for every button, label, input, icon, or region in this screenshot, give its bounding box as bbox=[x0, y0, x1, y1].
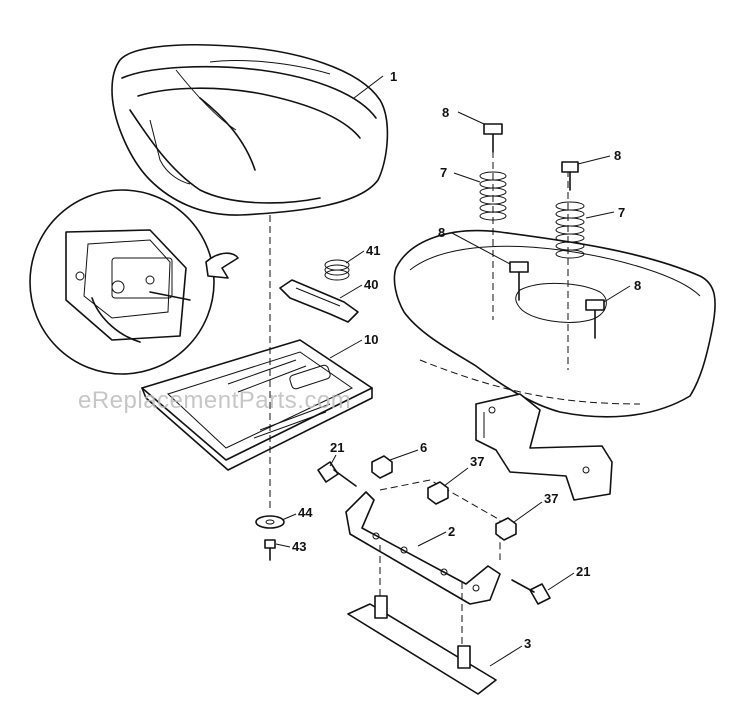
callout-3: 3 bbox=[524, 636, 531, 651]
bolt-8-mid-right bbox=[585, 299, 605, 339]
callout-6: 6 bbox=[420, 440, 427, 455]
spring-7-right bbox=[555, 201, 585, 259]
callout-8-top-left: 8 bbox=[442, 105, 449, 120]
callout-43: 43 bbox=[292, 539, 306, 554]
seat-pan bbox=[141, 339, 373, 471]
spring-clip bbox=[324, 259, 350, 281]
callout-7-left: 7 bbox=[440, 165, 447, 180]
screw-43 bbox=[264, 539, 276, 561]
support-bracket bbox=[475, 393, 613, 501]
bolt-8-top-right bbox=[561, 161, 579, 191]
leader-lines bbox=[275, 75, 631, 667]
spring-7-left bbox=[479, 171, 507, 221]
bolt-8-top-left bbox=[483, 123, 503, 153]
bolt-21-right bbox=[511, 579, 551, 605]
callout-21-right: 21 bbox=[576, 564, 590, 579]
callout-2: 2 bbox=[448, 524, 455, 539]
callout-8-top-right: 8 bbox=[614, 148, 621, 163]
callout-21-left: 21 bbox=[330, 440, 344, 455]
callout-44: 44 bbox=[298, 505, 313, 520]
base-plate bbox=[347, 595, 497, 695]
callout-8-mid-left: 8 bbox=[438, 225, 445, 240]
callout-1: 1 bbox=[390, 69, 397, 84]
callout-41: 41 bbox=[366, 243, 380, 258]
washer-44 bbox=[255, 515, 285, 529]
bracket-axis-top bbox=[379, 479, 501, 560]
callout-labels: 1 8 8 8 8 7 7 41 40 10 21 6 37 37 2 21 4… bbox=[292, 69, 641, 651]
detail-inset bbox=[29, 189, 239, 375]
callout-40: 40 bbox=[364, 277, 378, 292]
callout-8-mid-right: 8 bbox=[634, 278, 641, 293]
callout-10: 10 bbox=[364, 332, 378, 347]
slide-bracket bbox=[279, 279, 359, 323]
watermark-text: eReplacementParts.com bbox=[78, 387, 351, 414]
bolt-21-left bbox=[317, 461, 357, 487]
frame-deck bbox=[393, 229, 716, 418]
nut-6 bbox=[371, 455, 393, 479]
bolt-8-mid-left bbox=[509, 261, 529, 301]
callout-7-right: 7 bbox=[618, 205, 625, 220]
nut-37-a bbox=[427, 481, 449, 505]
callout-37-b: 37 bbox=[544, 491, 558, 506]
seat-bracket bbox=[345, 491, 501, 605]
nut-37-b bbox=[495, 517, 517, 541]
seat bbox=[111, 43, 389, 216]
callout-37-a: 37 bbox=[470, 454, 484, 469]
